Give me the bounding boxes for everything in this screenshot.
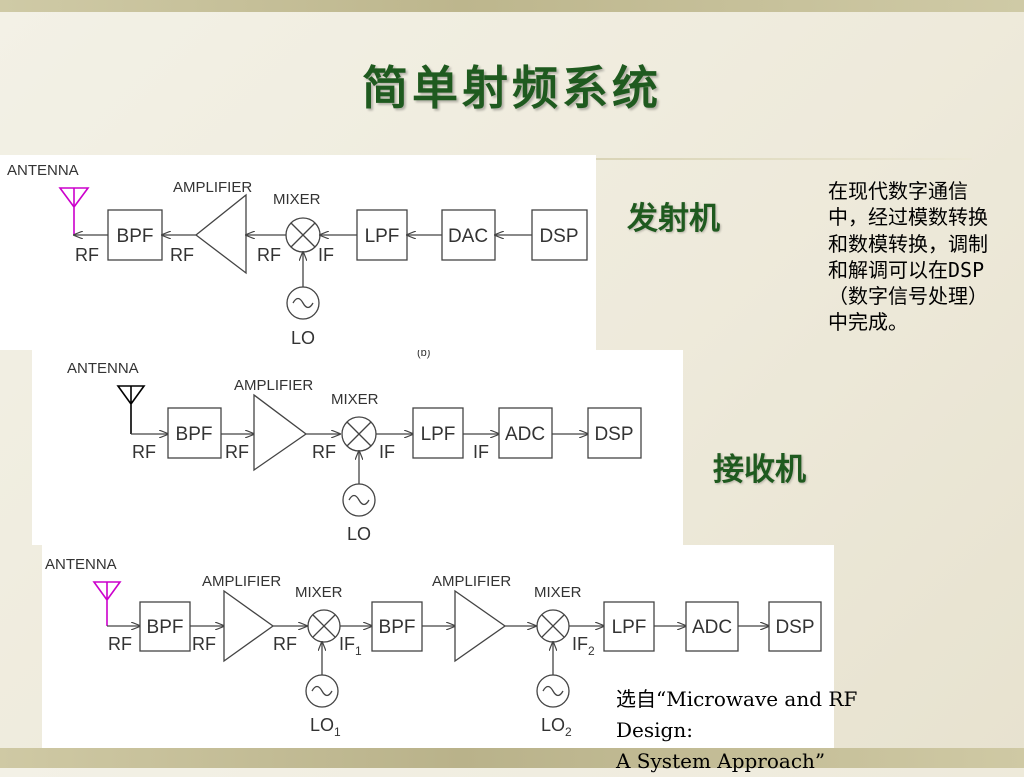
superhet-diagram: ANTENNA RF BPF RF AMPLIFIER MIXER RF IF1… <box>42 545 834 748</box>
rf-out-label: RF <box>75 245 99 265</box>
lo1-subscript: 1 <box>334 725 341 739</box>
bpf1-block-label: BPF <box>147 617 184 638</box>
divider-rule <box>596 158 972 160</box>
if2-label: IF2 <box>572 634 595 658</box>
mixer-label: MIXER <box>331 391 379 408</box>
rf-mixer-label: RF <box>257 245 281 265</box>
dsp-block-label: DSP <box>594 424 633 445</box>
if-label: IF <box>318 245 334 265</box>
citation-line-2: Design: <box>616 718 693 742</box>
amplifier-label: AMPLIFIER <box>173 179 252 196</box>
citation-line-1: 选自“Microwave and RF <box>616 687 858 711</box>
lpf-block-label: LPF <box>612 617 647 638</box>
citation: 选自“Microwave and RF Design: A System App… <box>616 684 916 777</box>
if-mixer-label: IF <box>379 442 395 462</box>
mixer2-label: MIXER <box>534 584 582 601</box>
if2-subscript: 2 <box>588 644 595 658</box>
dac-block-label: DAC <box>448 226 488 247</box>
antenna-label: ANTENNA <box>45 556 117 573</box>
fig-label: (b) <box>417 350 430 359</box>
citation-line-3: A System Approach” <box>616 749 826 773</box>
mixer1-label: MIXER <box>295 584 343 601</box>
lo2-label: LO2 <box>541 715 572 739</box>
dsp-explanation-note: 在现代数字通信中，经过模数转换和数模转换，调制和解调可以在DSP（数字信号处理）… <box>828 179 988 335</box>
bpf-block-label: BPF <box>117 226 154 247</box>
bottom-decorative-band <box>0 748 1024 768</box>
top-decorative-band <box>0 0 1024 12</box>
rf-in-label: RF <box>132 442 156 462</box>
transmitter-heading: 发射机 <box>627 201 720 237</box>
antenna-label: ANTENNA <box>7 162 79 179</box>
adc-block-label: ADC <box>692 617 732 638</box>
lpf-block-label: LPF <box>365 226 400 247</box>
if1-label: IF1 <box>339 634 362 658</box>
bpf2-block-label: BPF <box>379 617 416 638</box>
adc-block-label: ADC <box>505 424 545 445</box>
antenna-label: ANTENNA <box>67 360 139 377</box>
slide-title: 简单射频系统 <box>362 61 662 115</box>
dsp-block-label: DSP <box>539 226 578 247</box>
rf-mid-label: RF <box>225 442 249 462</box>
amplifier2-label: AMPLIFIER <box>432 573 511 590</box>
lo1-label: LO1 <box>310 715 341 739</box>
rf-mixer-label: RF <box>273 634 297 654</box>
rf-in-label: RF <box>108 634 132 654</box>
if1-subscript: 1 <box>355 644 362 658</box>
rf-mid-label: RF <box>192 634 216 654</box>
bpf-block-label: BPF <box>176 424 213 445</box>
rf-mid-label: RF <box>170 245 194 265</box>
lo-label: LO <box>291 328 315 348</box>
if-lpf-label: IF <box>473 442 489 462</box>
lo2-subscript: 2 <box>565 725 572 739</box>
mixer-label: MIXER <box>273 191 321 208</box>
amplifier-label: AMPLIFIER <box>234 377 313 394</box>
lpf-block-label: LPF <box>421 424 456 445</box>
dsp-block-label: DSP <box>775 617 814 638</box>
receiver-diagram: (b) ANTENNA RF BPF RF AMPLIFIER MIXER RF… <box>32 350 683 545</box>
amplifier1-label: AMPLIFIER <box>202 573 281 590</box>
transmitter-diagram: ANTENNA RF BPF RF AMPLIFIER MIXER RF IF … <box>0 155 596 350</box>
receiver-heading: 接收机 <box>713 452 806 488</box>
lo-label: LO <box>347 524 371 544</box>
rf-mixer-label: RF <box>312 442 336 462</box>
